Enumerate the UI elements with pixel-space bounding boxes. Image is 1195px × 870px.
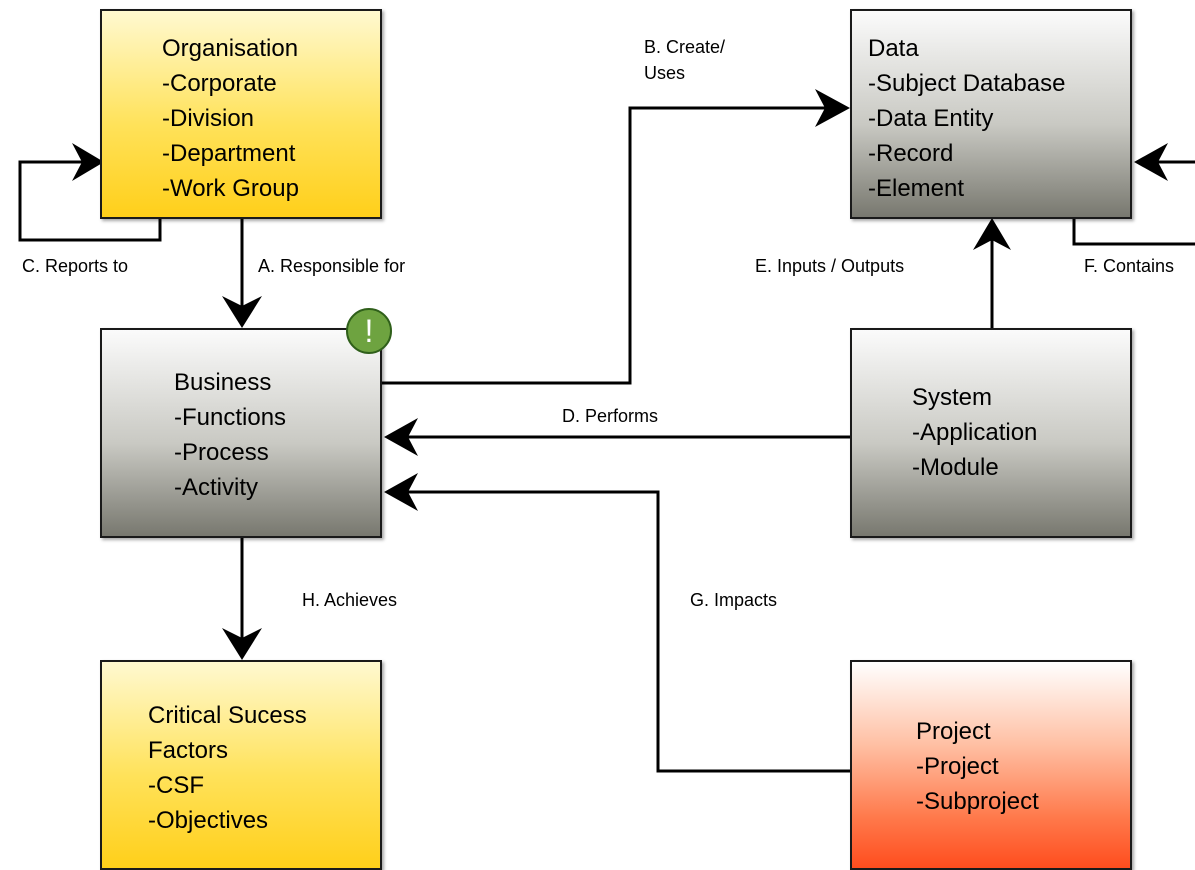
connector-c: [18, 160, 162, 242]
project-box[interactable]: Project -Project -Subproject: [850, 660, 1132, 870]
data-item: -Data Entity: [868, 105, 994, 132]
csf-item: -CSF: [148, 772, 204, 799]
arrowhead-d: [384, 418, 418, 456]
alert-badge-icon[interactable]: !: [346, 308, 392, 354]
organisation-item: -Department: [162, 140, 296, 167]
data-item: -Subject Database: [868, 70, 1066, 97]
project-item: -Project: [916, 753, 999, 780]
csf-title: Critical Sucess: [148, 702, 307, 729]
system-item: -Application: [912, 419, 1038, 446]
arrowhead-h: [222, 628, 262, 660]
csf-item: -Objectives: [148, 807, 269, 834]
business-item: -Activity: [174, 474, 258, 501]
arrowhead-g: [384, 473, 418, 511]
label-inputs-outputs: E. Inputs / Outputs: [755, 256, 905, 276]
business-item: -Functions: [174, 404, 287, 431]
label-contains: F. Contains: [1084, 256, 1175, 276]
organisation-box[interactable]: Organisation -Corporate -Division -Depar…: [100, 9, 382, 219]
label-responsible-for: A. Responsible for: [258, 256, 406, 276]
organisation-item: -Work Group: [162, 175, 299, 202]
system-title: System: [912, 384, 993, 411]
label-create-uses-line1: B. Create/: [644, 37, 726, 57]
label-reports-to: C. Reports to: [22, 256, 129, 276]
data-item: -Element: [868, 175, 965, 202]
label-create-uses-line2: Uses: [644, 63, 686, 83]
data-title: Data: [868, 35, 919, 62]
arrowhead-a: [222, 296, 262, 328]
connector-g: [390, 490, 850, 773]
csf-title-line2: Factors: [148, 737, 229, 764]
organisation-title: Organisation: [162, 35, 299, 62]
business-box[interactable]: Business -Functions -Process -Activity: [100, 328, 382, 538]
project-title: Project: [916, 718, 991, 745]
business-title: Business: [174, 369, 272, 396]
label-performs: D. Performs: [562, 406, 659, 426]
arrowhead-b: [815, 89, 850, 127]
business-item: -Process: [174, 439, 269, 466]
organisation-item: -Corporate: [162, 70, 277, 97]
arrowhead-c: [72, 143, 104, 181]
project-item: -Subproject: [916, 788, 1039, 815]
arrowhead-e: [973, 218, 1011, 250]
connector-f: [1072, 219, 1195, 246]
data-box[interactable]: Data -Subject Database -Data Entity -Rec…: [850, 9, 1132, 219]
connector-b: [382, 106, 842, 385]
label-achieves: H. Achieves: [302, 590, 398, 610]
label-impacts: G. Impacts: [690, 590, 778, 610]
system-box[interactable]: System -Application -Module: [850, 328, 1132, 538]
data-item: -Record: [868, 140, 954, 167]
arrowhead-f: [1134, 143, 1168, 181]
organisation-item: -Division: [162, 105, 255, 132]
csf-box[interactable]: Critical Sucess Factors -CSF -Objectives: [100, 660, 382, 870]
system-item: -Module: [912, 454, 999, 481]
